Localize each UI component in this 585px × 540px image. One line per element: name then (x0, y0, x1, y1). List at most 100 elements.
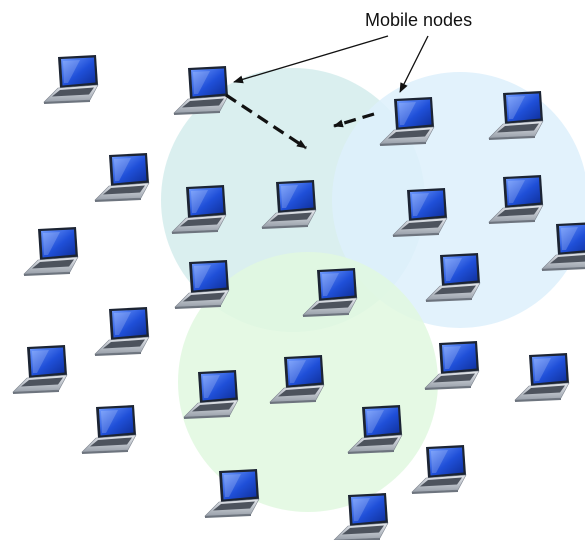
laptop-screen (351, 495, 386, 524)
screen-glare (224, 474, 241, 497)
laptop-keyboard (213, 501, 255, 511)
laptop-keyboard (278, 387, 320, 397)
laptop-icon (204, 469, 260, 518)
laptop-front-edge (13, 390, 59, 394)
laptop-screen (189, 187, 224, 216)
laptop-keyboard (103, 185, 145, 195)
laptop-icon (43, 55, 99, 104)
laptop-icon (488, 91, 544, 140)
mobile-node-laptop-icon (173, 66, 229, 115)
laptop-keyboard (434, 285, 476, 295)
screen-glare (508, 180, 525, 203)
laptop-front-edge (270, 400, 316, 404)
laptop-front-edge (205, 514, 251, 518)
screen-glare (289, 360, 306, 383)
laptop-keyboard (420, 477, 462, 487)
laptop-keyboard (52, 87, 94, 97)
laptop-screen (192, 262, 227, 291)
laptop-screen (410, 190, 445, 219)
laptop-icon (171, 185, 227, 234)
laptop-screen (191, 68, 226, 97)
laptop-icon (392, 188, 448, 237)
movement-arrow-right-node (333, 112, 375, 128)
laptop-screen (61, 57, 96, 86)
laptop-front-edge (24, 272, 70, 276)
laptop-keyboard (388, 129, 430, 139)
screen-glare (63, 60, 80, 83)
laptop-icon (514, 353, 570, 402)
laptop-screen (429, 447, 464, 476)
laptop-front-edge (82, 450, 128, 454)
laptop-keyboard (32, 259, 74, 269)
laptop-front-edge (426, 298, 472, 302)
laptop-icon (541, 222, 585, 271)
screen-glare (32, 350, 49, 373)
laptop-keyboard (270, 212, 312, 222)
laptop-screen (532, 355, 567, 384)
screen-glare (114, 312, 131, 335)
screen-glare (412, 193, 429, 216)
laptop-front-edge (175, 305, 221, 309)
screen-glare (367, 410, 384, 433)
laptop-front-edge (515, 398, 561, 402)
laptop-icon (261, 180, 317, 229)
screen-glare (508, 96, 525, 119)
laptop-screen (506, 177, 541, 206)
laptop-front-edge (184, 415, 230, 419)
screen-glare (193, 71, 210, 94)
laptop-screen (365, 407, 400, 436)
laptop-screen (559, 224, 585, 253)
laptop-screen (287, 357, 322, 386)
laptop-icon (411, 445, 467, 494)
mobile-nodes-label: Mobile nodes (365, 10, 472, 30)
movement-arrow-left-node (225, 93, 307, 150)
laptop-screen (506, 93, 541, 122)
laptop-screen (41, 229, 76, 258)
laptop-keyboard (182, 98, 224, 108)
laptop-screen (443, 255, 478, 284)
laptop-keyboard (311, 300, 353, 310)
laptop-screen (99, 407, 134, 436)
screen-glare (399, 102, 416, 125)
screen-glare (281, 185, 298, 208)
laptop-icon (94, 153, 150, 202)
laptop-front-edge (348, 450, 394, 454)
laptop-screen (222, 471, 257, 500)
network-nodes (12, 55, 585, 540)
laptop-screen (320, 270, 355, 299)
laptop-keyboard (523, 385, 565, 395)
laptop-icon (488, 175, 544, 224)
screen-glare (203, 375, 220, 398)
screen-glare (431, 450, 448, 473)
laptop-keyboard (21, 377, 63, 387)
screen-glare (191, 190, 208, 213)
laptop-icon (174, 260, 230, 309)
laptop-front-edge (262, 225, 308, 229)
screen-glare (114, 158, 131, 181)
laptop-front-edge (542, 267, 585, 271)
laptop-front-edge (393, 233, 439, 237)
laptop-icon (424, 341, 480, 390)
laptop-keyboard (433, 373, 475, 383)
laptop-keyboard (103, 339, 145, 349)
laptop-screen (442, 343, 477, 372)
screen-glare (534, 358, 551, 381)
laptop-icon (425, 253, 481, 302)
laptop-screen (112, 155, 147, 184)
laptop-front-edge (303, 313, 349, 317)
laptop-front-edge (489, 136, 535, 140)
laptop-icon (183, 370, 239, 419)
screen-glare (194, 265, 211, 288)
pointer-arrow-right (399, 35, 429, 93)
laptop-icon (81, 405, 137, 454)
laptop-keyboard (356, 437, 398, 447)
laptop-keyboard (192, 402, 234, 412)
laptop-screen (112, 309, 147, 338)
laptop-front-edge (95, 352, 141, 356)
laptop-front-edge (380, 142, 426, 146)
laptop-screen (30, 347, 65, 376)
laptop-screen (279, 182, 314, 211)
laptop-icon (23, 227, 79, 276)
laptop-keyboard (497, 207, 539, 217)
